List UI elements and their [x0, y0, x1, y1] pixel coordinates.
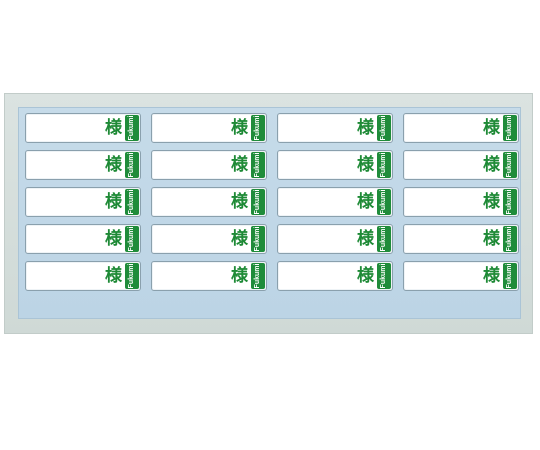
- name-label: 様 Fukumi: [277, 150, 393, 180]
- name-label: 様 Fukumi: [151, 261, 267, 291]
- name-suffix-text: 様: [105, 266, 122, 286]
- name-label: 様 Fukumi: [25, 113, 141, 143]
- name-suffix-text: 様: [357, 266, 374, 286]
- name-suffix-text: 様: [231, 192, 248, 212]
- name-label: 様 Fukumi: [25, 261, 141, 291]
- name-suffix-text: 様: [483, 155, 500, 175]
- name-suffix-text: 様: [483, 229, 500, 249]
- brand-logo: Fukumi: [125, 263, 139, 289]
- brand-logo: Fukumi: [251, 115, 265, 141]
- brand-logo-text: Fukumi: [128, 189, 135, 215]
- name-label: 様 Fukumi: [403, 187, 519, 217]
- brand-logo-text: Fukumi: [254, 189, 261, 215]
- name-suffix-text: 様: [231, 266, 248, 286]
- name-suffix-text: 様: [105, 229, 122, 249]
- name-suffix-text: 様: [357, 192, 374, 212]
- brand-logo-text: Fukumi: [128, 152, 135, 178]
- brand-logo-text: Fukumi: [506, 263, 513, 289]
- brand-logo: Fukumi: [125, 115, 139, 141]
- brand-logo-text: Fukumi: [506, 189, 513, 215]
- name-label: 様 Fukumi: [277, 224, 393, 254]
- name-suffix-text: 様: [357, 229, 374, 249]
- brand-logo-text: Fukumi: [380, 226, 387, 252]
- brand-logo: Fukumi: [251, 263, 265, 289]
- name-label: 様 Fukumi: [151, 150, 267, 180]
- name-label: 様 Fukumi: [403, 150, 519, 180]
- name-label: 様 Fukumi: [277, 113, 393, 143]
- name-suffix-text: 様: [357, 155, 374, 175]
- label-sheet: 様 Fukumi 様 Fukumi 様 Fukumi 様 Fukumi 様 Fukumi 様 Fuku…: [4, 93, 533, 334]
- name-label: 様 Fukumi: [151, 187, 267, 217]
- label-grid: 様 Fukumi 様 Fukumi 様 Fukumi 様 Fukumi 様 Fukumi 様 Fuku…: [25, 113, 519, 291]
- brand-logo-text: Fukumi: [380, 189, 387, 215]
- name-label: 様 Fukumi: [277, 187, 393, 217]
- brand-logo: Fukumi: [503, 152, 517, 178]
- brand-logo: Fukumi: [377, 115, 391, 141]
- name-suffix-text: 様: [105, 192, 122, 212]
- name-suffix-text: 様: [231, 155, 248, 175]
- brand-logo: Fukumi: [125, 152, 139, 178]
- brand-logo: Fukumi: [377, 263, 391, 289]
- name-suffix-text: 様: [483, 118, 500, 138]
- brand-logo: Fukumi: [125, 226, 139, 252]
- brand-logo-text: Fukumi: [254, 152, 261, 178]
- brand-logo-text: Fukumi: [128, 226, 135, 252]
- brand-logo-text: Fukumi: [506, 152, 513, 178]
- brand-logo: Fukumi: [251, 189, 265, 215]
- brand-logo-text: Fukumi: [506, 115, 513, 141]
- name-label: 様 Fukumi: [277, 261, 393, 291]
- name-label: 様 Fukumi: [151, 224, 267, 254]
- brand-logo: Fukumi: [503, 226, 517, 252]
- name-label: 様 Fukumi: [403, 224, 519, 254]
- name-suffix-text: 様: [105, 155, 122, 175]
- brand-logo-text: Fukumi: [128, 115, 135, 141]
- brand-logo-text: Fukumi: [380, 263, 387, 289]
- name-label: 様 Fukumi: [25, 150, 141, 180]
- name-suffix-text: 様: [105, 118, 122, 138]
- name-suffix-text: 様: [231, 118, 248, 138]
- label-backing: 様 Fukumi 様 Fukumi 様 Fukumi 様 Fukumi 様 Fukumi 様 Fuku…: [18, 107, 521, 319]
- brand-logo: Fukumi: [503, 263, 517, 289]
- brand-logo-text: Fukumi: [380, 115, 387, 141]
- name-label: 様 Fukumi: [25, 187, 141, 217]
- name-suffix-text: 様: [357, 118, 374, 138]
- brand-logo: Fukumi: [377, 189, 391, 215]
- brand-logo: Fukumi: [125, 189, 139, 215]
- brand-logo-text: Fukumi: [254, 115, 261, 141]
- brand-logo: Fukumi: [503, 189, 517, 215]
- brand-logo-text: Fukumi: [254, 226, 261, 252]
- brand-logo: Fukumi: [251, 226, 265, 252]
- name-label: 様 Fukumi: [151, 113, 267, 143]
- brand-logo: Fukumi: [503, 115, 517, 141]
- brand-logo: Fukumi: [251, 152, 265, 178]
- brand-logo: Fukumi: [377, 152, 391, 178]
- name-label: 様 Fukumi: [25, 224, 141, 254]
- name-label: 様 Fukumi: [403, 113, 519, 143]
- name-suffix-text: 様: [231, 229, 248, 249]
- brand-logo-text: Fukumi: [128, 263, 135, 289]
- brand-logo-text: Fukumi: [506, 226, 513, 252]
- brand-logo-text: Fukumi: [254, 263, 261, 289]
- name-label: 様 Fukumi: [403, 261, 519, 291]
- brand-logo-text: Fukumi: [380, 152, 387, 178]
- name-suffix-text: 様: [483, 266, 500, 286]
- name-suffix-text: 様: [483, 192, 500, 212]
- brand-logo: Fukumi: [377, 226, 391, 252]
